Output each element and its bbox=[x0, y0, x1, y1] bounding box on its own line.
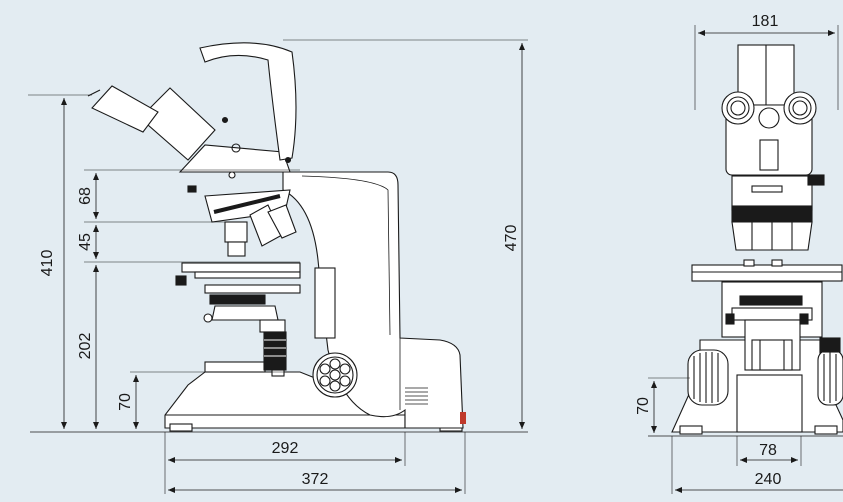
front-extension-lines bbox=[648, 25, 839, 494]
label-height-470: 470 bbox=[503, 225, 520, 252]
side-stage bbox=[175, 262, 336, 339]
label-height-70-front: 70 bbox=[635, 397, 652, 415]
front-stage bbox=[691, 259, 843, 282]
front-nosepiece bbox=[731, 174, 825, 251]
label-depth-292: 292 bbox=[272, 440, 299, 457]
front-condenser bbox=[721, 281, 823, 371]
label-width-78: 78 bbox=[759, 442, 777, 459]
side-dimension-lines bbox=[61, 43, 525, 493]
side-head bbox=[87, 42, 297, 193]
label-width-181: 181 bbox=[752, 13, 779, 30]
front-focus-knobs bbox=[687, 337, 843, 406]
label-height-202: 202 bbox=[77, 333, 94, 360]
side-condenser bbox=[203, 284, 301, 377]
label-height-68: 68 bbox=[77, 187, 94, 205]
front-head bbox=[721, 44, 817, 176]
label-depth-372: 372 bbox=[302, 471, 329, 488]
front-dimension-lines bbox=[651, 30, 843, 493]
label-height-45: 45 bbox=[77, 233, 94, 251]
side-view bbox=[28, 39, 528, 494]
label-width-240: 240 bbox=[755, 471, 782, 488]
label-height-410: 410 bbox=[39, 250, 56, 277]
label-height-70-side: 70 bbox=[117, 393, 134, 411]
side-arm bbox=[282, 171, 466, 429]
side-nosepiece bbox=[204, 189, 297, 257]
front-view bbox=[648, 25, 843, 494]
side-extension-lines bbox=[28, 39, 528, 494]
side-focus-knob bbox=[312, 352, 358, 398]
